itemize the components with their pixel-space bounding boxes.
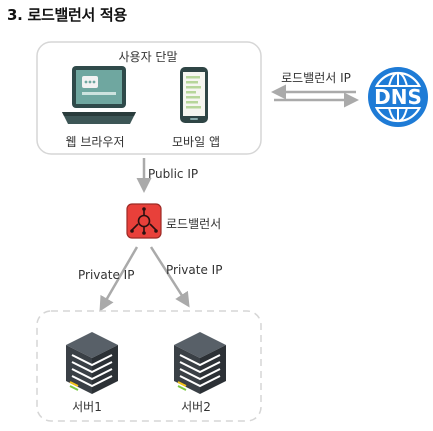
private-ip-label-2: Private IP: [166, 263, 223, 277]
private-ip-label-1: Private IP: [78, 268, 135, 282]
server-2-label: 서버2: [181, 400, 211, 414]
private-ip-arrow-2: [149, 246, 190, 308]
dns-globe-icon: [368, 67, 428, 127]
web-browser-label: 웹 브라우저: [65, 135, 125, 149]
server-1-icon: [66, 332, 118, 394]
private-ip-arrow-1: [99, 246, 139, 312]
server-2-icon: [174, 332, 226, 394]
server-1-label: 서버1: [72, 400, 102, 414]
dns-label: DNS: [374, 85, 422, 109]
load-balancer-icon: [126, 203, 162, 239]
user-terminal-label: 사용자 단말: [118, 50, 178, 64]
diagram-title: 3. 로드밸런서 적용: [7, 6, 127, 24]
mobile-phone-icon: [180, 67, 208, 123]
load-balancer-label: 로드밸런서: [166, 217, 222, 231]
dns-link-label: 로드밸런서 IP: [281, 71, 351, 85]
mobile-app-label: 모바일 앱: [172, 135, 220, 149]
public-ip-label: Public IP: [148, 167, 199, 181]
laptop-icon: [62, 66, 136, 124]
